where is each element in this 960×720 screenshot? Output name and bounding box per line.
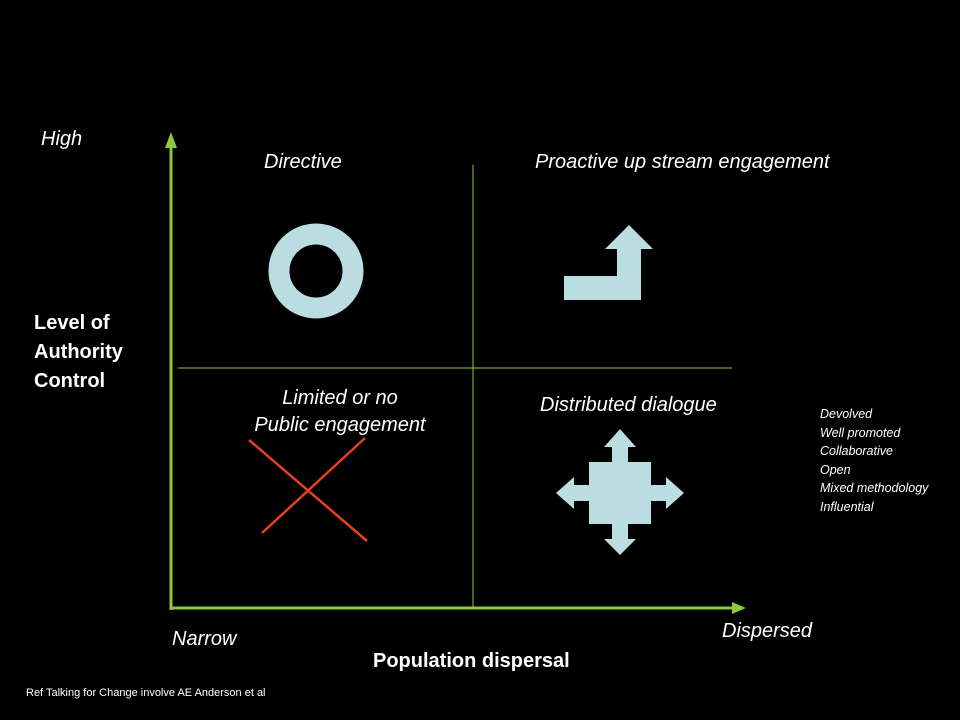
y-axis-high-label: High <box>41 128 83 150</box>
attribute-item: Mixed methodology <box>820 481 929 495</box>
y-axis-title-line: Control <box>34 370 106 392</box>
quadrant-limited-label-line: Public engagement <box>254 414 426 436</box>
x-axis-arrowhead <box>732 602 746 614</box>
x-axis-title: Population dispersal <box>373 650 570 672</box>
ring-icon <box>268 223 364 319</box>
y-axis-arrowhead <box>165 132 177 148</box>
y-axis-title-line: Level of <box>34 312 110 334</box>
reference-note: Ref Talking for Change involve AE Anders… <box>26 687 266 699</box>
y-axis-title: Level of Authority Control <box>34 309 123 396</box>
attribute-item: Influential <box>820 499 874 514</box>
cross-icon <box>248 437 368 542</box>
attribute-item: Well promoted <box>820 425 901 440</box>
y-axis-title-line: Authority <box>34 341 123 363</box>
x-axis-low-label: Narrow <box>172 628 237 650</box>
quadrant-limited-label-line: Limited or no <box>282 387 398 409</box>
attribute-list: Devolved Well promoted Collaborative Ope… <box>820 405 928 516</box>
attribute-item: Collaborative <box>820 444 893 458</box>
attribute-item: Devolved <box>820 407 873 421</box>
quadrant-limited-label: Limited or no Public engagement <box>240 385 440 439</box>
four-way-arrow-icon <box>556 429 684 555</box>
attribute-item: Open <box>820 462 851 477</box>
up-arrow-icon <box>564 225 653 300</box>
quadrant-directive-label: Directive <box>264 151 342 173</box>
quadrant-proactive-label: Proactive up stream engagement <box>535 151 830 173</box>
quadrant-distributed-label: Distributed dialogue <box>540 394 717 416</box>
x-axis-high-label: Dispersed <box>722 620 813 642</box>
